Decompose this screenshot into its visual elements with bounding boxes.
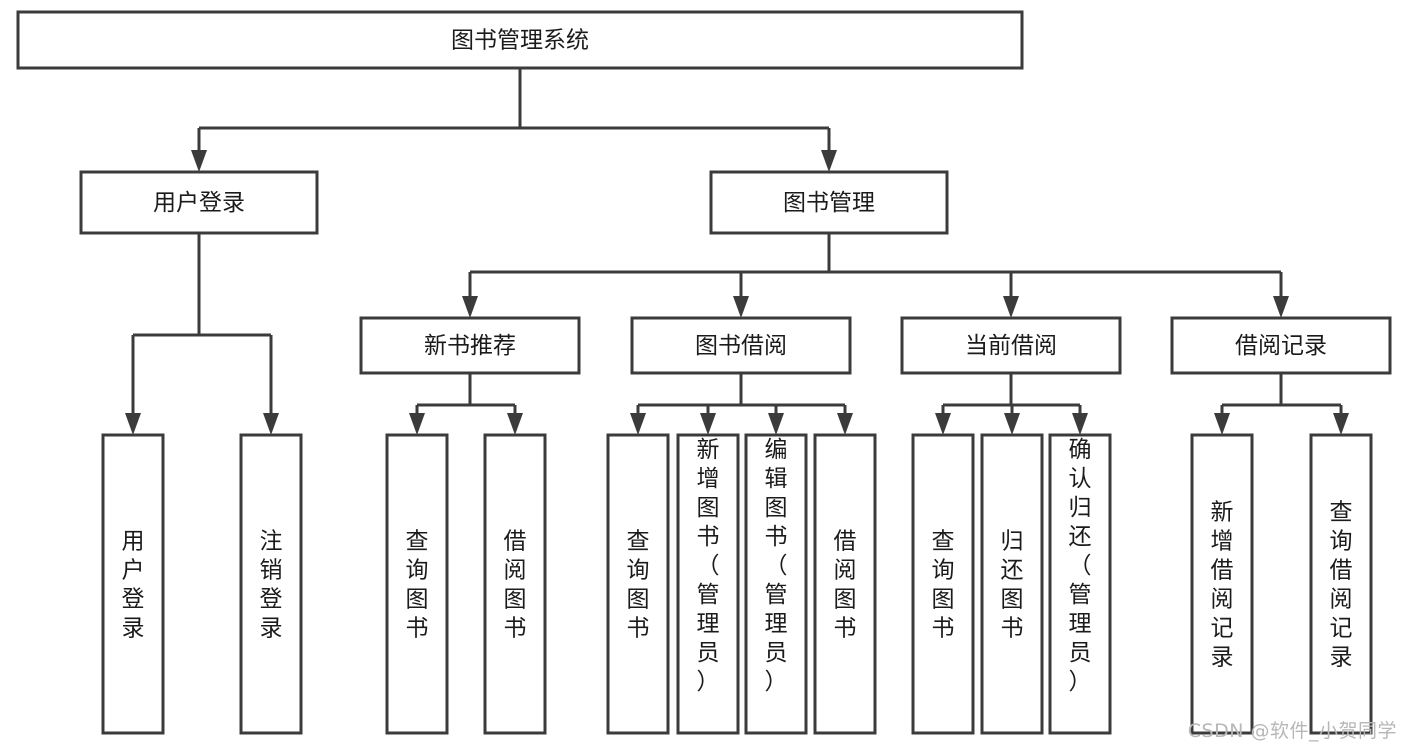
node-layer: 图书管理系统用户登录图书管理新书推荐图书借阅当前借阅借阅记录用户登录注销登录查询… — [16, 10, 1392, 735]
node-label: 确认归还（管理员） — [1069, 437, 1092, 695]
node-leaf-query-book-3[interactable]: 查询图书 — [911, 433, 975, 735]
node-label: 用户登录 — [122, 529, 145, 642]
node-box — [1190, 433, 1254, 735]
node-box — [813, 433, 877, 735]
node-leaf-add-book[interactable]: 新增图书（管理员） — [676, 433, 740, 735]
node-user-login[interactable]: 用户登录 — [79, 170, 319, 235]
node-leaf-borrow-book-2[interactable]: 借阅图书 — [813, 433, 877, 735]
arrow-head-icon — [1004, 413, 1020, 435]
node-label: 注销登录 — [260, 529, 283, 642]
arrow-head-icon — [837, 413, 853, 435]
node-current-borrow[interactable]: 当前借阅 — [900, 316, 1122, 375]
arrow-head-icon — [700, 413, 716, 435]
node-label: 用户登录 — [153, 190, 245, 216]
arrow-head-icon — [462, 296, 478, 318]
node-leaf-query-book-1[interactable]: 查询图书 — [385, 433, 449, 735]
node-leaf-logout[interactable]: 注销登录 — [239, 433, 303, 735]
node-box — [676, 433, 740, 735]
node-box — [900, 316, 1122, 375]
node-box — [911, 433, 975, 735]
node-box — [709, 170, 949, 235]
node-leaf-return-book[interactable]: 归还图书 — [980, 433, 1044, 735]
arrow-head-icon — [263, 413, 279, 435]
node-box — [359, 316, 581, 375]
node-label: 借阅图书 — [504, 529, 527, 642]
node-label: 新增图书（管理员） — [697, 437, 720, 695]
node-borrow-record[interactable]: 借阅记录 — [1170, 316, 1392, 375]
node-box — [385, 433, 449, 735]
node-box — [630, 316, 852, 375]
edge-layer — [125, 68, 1349, 435]
node-leaf-edit-book[interactable]: 编辑图书（管理员） — [744, 433, 808, 735]
node-box — [239, 433, 303, 735]
node-book-borrow[interactable]: 图书借阅 — [630, 316, 852, 375]
node-box — [1309, 433, 1373, 735]
node-leaf-borrow-book-1[interactable]: 借阅图书 — [483, 433, 547, 735]
arrow-head-icon — [409, 413, 425, 435]
arrow-head-icon — [507, 413, 523, 435]
node-label: 图书管理 — [783, 190, 875, 216]
arrow-head-icon — [1333, 413, 1349, 435]
node-box — [483, 433, 547, 735]
node-box — [16, 10, 1024, 70]
node-label: 当前借阅 — [965, 333, 1057, 359]
node-label: 编辑图书（管理员） — [765, 437, 788, 695]
node-leaf-query-record[interactable]: 查询借阅记录 — [1309, 433, 1373, 735]
node-label: 借阅图书 — [834, 529, 857, 642]
arrow-head-icon — [733, 296, 749, 318]
node-label: 查询借阅记录 — [1330, 500, 1353, 671]
node-label: 查询图书 — [627, 529, 650, 642]
node-label: 图书借阅 — [695, 333, 787, 359]
node-leaf-query-book-2[interactable]: 查询图书 — [606, 433, 670, 735]
arrow-head-icon — [125, 413, 141, 435]
node-label: 查询图书 — [406, 529, 429, 642]
node-box — [79, 170, 319, 235]
node-label: 归还图书 — [1001, 529, 1024, 642]
arrow-head-icon — [1003, 296, 1019, 318]
node-box — [980, 433, 1044, 735]
node-label: 新书推荐 — [424, 333, 516, 359]
node-leaf-add-record[interactable]: 新增借阅记录 — [1190, 433, 1254, 735]
node-leaf-confirm-return[interactable]: 确认归还（管理员） — [1048, 433, 1112, 735]
node-box — [606, 433, 670, 735]
arrow-head-icon — [935, 413, 951, 435]
node-box — [744, 433, 808, 735]
arrow-head-icon — [1072, 413, 1088, 435]
node-label: 图书管理系统 — [451, 28, 589, 54]
node-label: 新增借阅记录 — [1211, 500, 1234, 671]
node-root[interactable]: 图书管理系统 — [16, 10, 1024, 70]
arrow-head-icon — [1214, 413, 1230, 435]
node-label: 借阅记录 — [1235, 333, 1327, 359]
arrow-head-icon — [630, 413, 646, 435]
node-leaf-user-login[interactable]: 用户登录 — [101, 433, 165, 735]
node-box — [101, 433, 165, 735]
node-box — [1170, 316, 1392, 375]
node-book-management[interactable]: 图书管理 — [709, 170, 949, 235]
arrow-head-icon — [821, 150, 837, 172]
arrow-head-icon — [768, 413, 784, 435]
arrow-head-icon — [191, 150, 207, 172]
node-new-book-recommend[interactable]: 新书推荐 — [359, 316, 581, 375]
node-box — [1048, 433, 1112, 735]
node-label: 查询图书 — [932, 529, 955, 642]
arrow-head-icon — [1273, 296, 1289, 318]
